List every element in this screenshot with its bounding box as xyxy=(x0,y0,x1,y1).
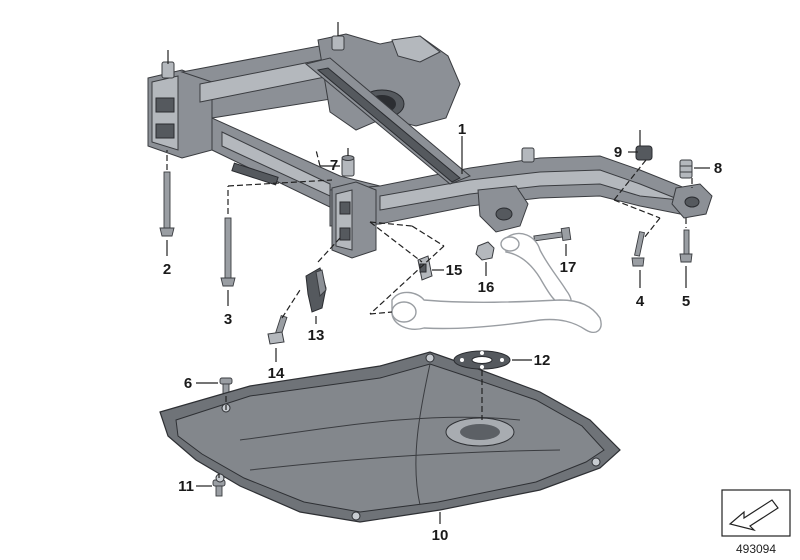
callout-1: 1 xyxy=(458,121,466,138)
callout-9: 9 xyxy=(614,144,622,161)
callout-3: 3 xyxy=(224,311,232,328)
sleeve-part-7 xyxy=(341,155,355,177)
callout-7: 7 xyxy=(330,157,338,174)
callout-4: 4 xyxy=(636,293,645,310)
bolt-part-14 xyxy=(267,314,288,345)
callout-12: 12 xyxy=(534,352,551,369)
bolt-part-2 xyxy=(159,171,175,237)
orientation-badge xyxy=(721,489,791,537)
callout-10: 10 xyxy=(432,527,449,544)
front-axle-subframe xyxy=(147,33,713,259)
document-number: 493094 xyxy=(736,542,776,556)
callout-14: 14 xyxy=(268,365,285,382)
callout-15: 15 xyxy=(446,262,463,279)
callout-17: 17 xyxy=(560,259,577,276)
bolt-part-5 xyxy=(679,229,693,263)
nut-part-16 xyxy=(475,241,495,261)
callout-2: 2 xyxy=(163,261,171,278)
rubber-mount-part-9 xyxy=(635,145,653,161)
bolt-part-17 xyxy=(533,226,572,242)
callout-8: 8 xyxy=(714,160,722,177)
callout-6: 6 xyxy=(184,375,192,392)
mounting-disc-part-12 xyxy=(453,350,511,370)
sleeve-part-8 xyxy=(679,159,693,179)
underbody-shield-part-10 xyxy=(159,351,621,523)
control-arm-lower xyxy=(391,291,602,334)
bolt-part-11 xyxy=(212,479,226,497)
bolt-part-4 xyxy=(631,231,645,267)
callout-labels: 1 2 3 4 5 6 7 8 9 10 11 12 13 14 15 16 1… xyxy=(163,121,722,544)
callout-5: 5 xyxy=(682,293,690,310)
bolt-part-3 xyxy=(220,217,236,287)
bracket-part-13 xyxy=(305,267,327,313)
direction-arrow-icon xyxy=(728,499,779,532)
callout-16: 16 xyxy=(478,279,495,296)
callout-11: 11 xyxy=(178,478,194,495)
leader-lines xyxy=(166,22,710,524)
callout-13: 13 xyxy=(308,327,325,344)
